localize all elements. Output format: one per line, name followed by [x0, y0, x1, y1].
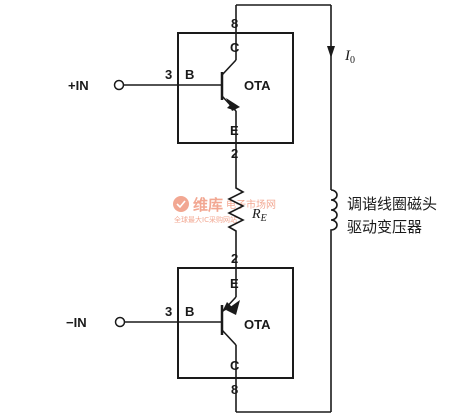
bottom-ota-pin-bottom: 8 — [231, 382, 238, 397]
watermark-logo-icon — [173, 196, 189, 212]
bottom-ota-emitter-arrow-icon — [222, 302, 232, 312]
transformer-coil — [330, 189, 338, 232]
top-ota-pin-bottom: 2 — [231, 146, 238, 161]
top-ota-label: OTA — [244, 78, 271, 93]
minus-in-terminal — [114, 316, 126, 328]
top-ota-emitter-label: E — [230, 123, 239, 138]
resistor-label: RE — [251, 207, 267, 224]
bottom-ota-pin-top: 2 — [231, 251, 238, 266]
emitter-resistor — [227, 165, 245, 258]
plus-in-terminal — [113, 79, 125, 91]
bottom-ota-bias-arrow-icon — [226, 300, 240, 315]
bottom-ota-collector-label: C — [230, 358, 240, 373]
bottom-ota-pin-left: 3 — [165, 304, 172, 319]
top-ota-base-label: B — [185, 67, 194, 82]
plus-in-label: +IN — [68, 78, 89, 93]
current-label: I0 — [344, 48, 355, 66]
watermark-slogan: 全球最大IC采购网站 — [174, 215, 237, 224]
current-arrow-icon — [327, 46, 335, 58]
bottom-ota-emitter-label: E — [230, 276, 239, 291]
bottom-ota-label: OTA — [244, 317, 271, 332]
watermark-brand-suffix: 电子市场网 — [226, 198, 276, 211]
top-ota-pin-top: 8 — [231, 16, 238, 31]
coil-label-line2: 驱动变压器 — [347, 218, 422, 236]
top-ota-bias-arrow-icon — [226, 98, 240, 111]
top-ota-pin-left: 3 — [165, 67, 172, 82]
bottom-ota-base-label: B — [185, 304, 194, 319]
coil-label-line1: 调谐线圈磁头 — [347, 195, 437, 213]
minus-in-label: −IN — [66, 315, 87, 330]
top-ota-collector-label: C — [230, 40, 240, 55]
watermark-brand: 维库 — [193, 196, 223, 214]
